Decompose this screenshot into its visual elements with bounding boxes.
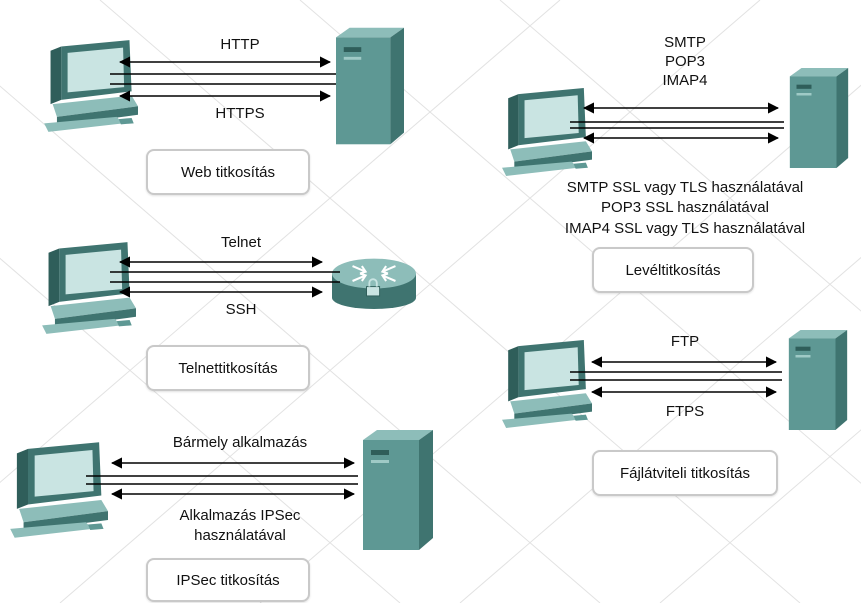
telnet-label: Telnet bbox=[220, 234, 262, 251]
telnet-caption-box: Telnettitkosítás bbox=[146, 345, 310, 391]
mail-imap4-label: IMAP4 bbox=[662, 72, 708, 89]
server-tower-icon bbox=[336, 27, 404, 145]
web-http-label: HTTP bbox=[220, 36, 260, 53]
ftp-caption-box: Fájlátviteli titkosítás bbox=[592, 450, 778, 496]
desktop-pc-icon bbox=[10, 442, 108, 538]
mail-smtp-label: SMTP bbox=[664, 34, 706, 51]
mail-pop3-secure-label: POP3 SSL használatával bbox=[601, 199, 769, 216]
ftp-label: FTP bbox=[670, 333, 700, 350]
ipsec-caption-box: IPSec titkosítás bbox=[146, 558, 310, 602]
desktop-pc-icon bbox=[502, 88, 592, 176]
mail-imap4-secure-label: IMAP4 SSL vagy TLS használatával bbox=[564, 220, 806, 237]
desktop-pc-icon bbox=[42, 242, 136, 334]
ftps-label: FTPS bbox=[665, 403, 705, 420]
web-https-label: HTTPS bbox=[215, 105, 265, 122]
mail-smtp-secure-label: SMTP SSL vagy TLS használatával bbox=[566, 179, 804, 196]
mail-caption-box: Levéltitkosítás bbox=[592, 247, 754, 293]
ipsec-app-label-line2: használatával bbox=[194, 527, 286, 544]
ssh-label: SSH bbox=[225, 301, 257, 318]
desktop-pc-icon bbox=[502, 340, 592, 428]
mail-pop3-label: POP3 bbox=[664, 53, 706, 70]
server-tower-icon bbox=[789, 68, 849, 168]
router-lock-icon bbox=[332, 257, 416, 310]
server-tower-icon bbox=[788, 330, 848, 430]
server-tower-icon bbox=[363, 430, 433, 550]
web-caption-box: Web titkosítás bbox=[146, 149, 310, 195]
desktop-pc-icon bbox=[44, 40, 138, 132]
ipsec-app-label-line1: Alkalmazás IPSec bbox=[179, 507, 301, 524]
any-app-label: Bármely alkalmazás bbox=[172, 434, 308, 451]
